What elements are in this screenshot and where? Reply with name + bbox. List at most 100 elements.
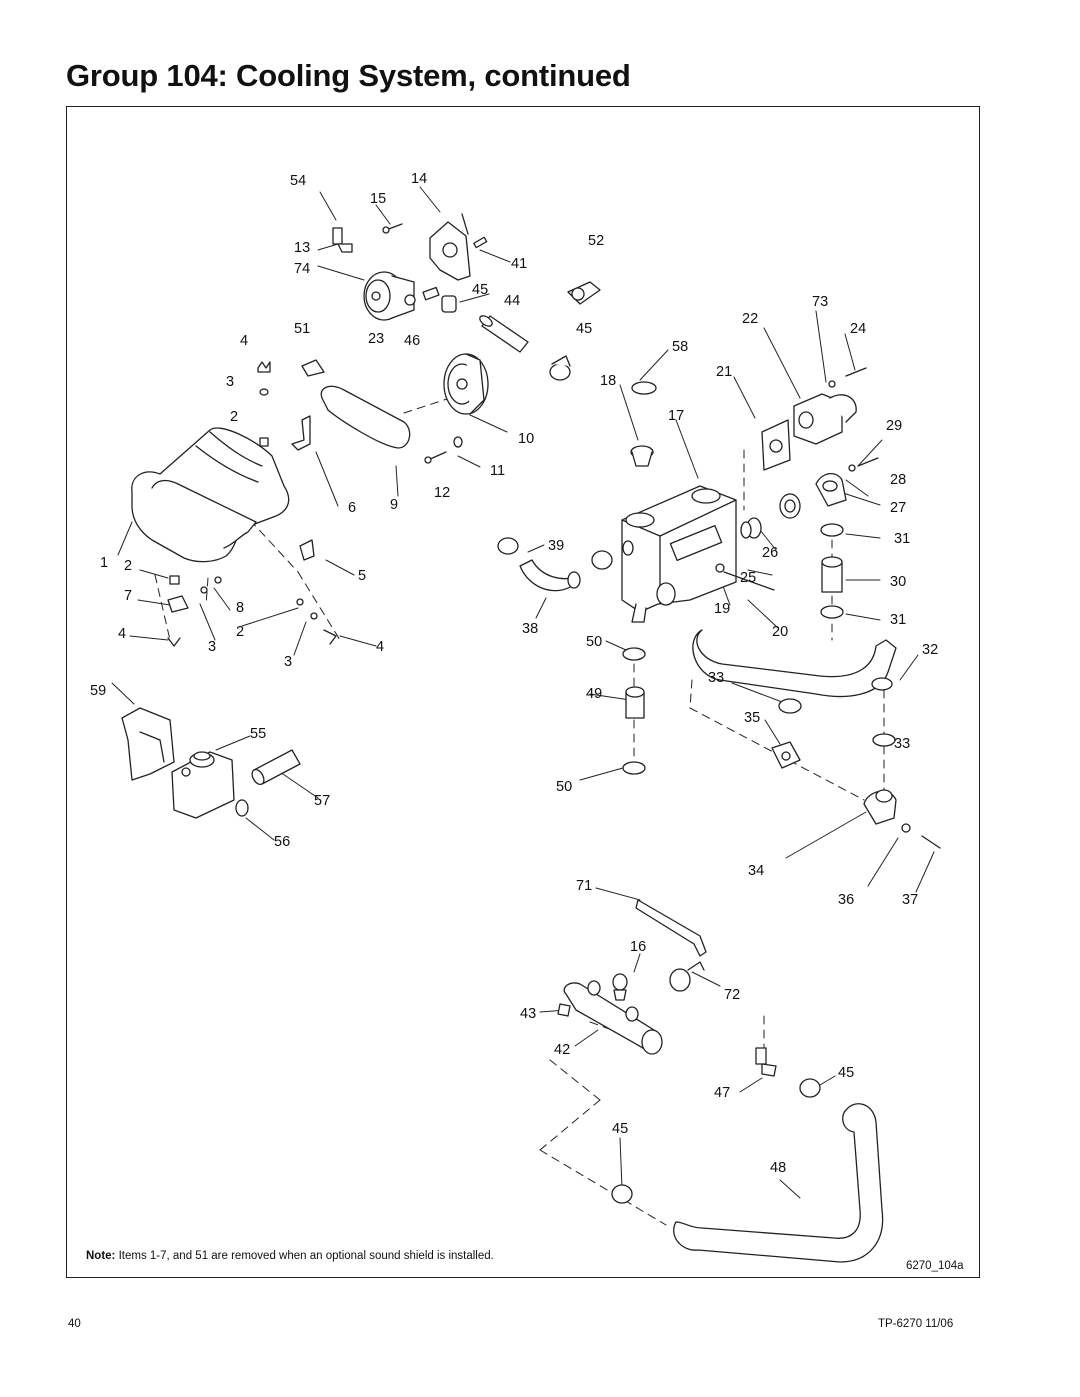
sound-shield-1 (131, 427, 290, 563)
figure-frame (66, 106, 980, 1278)
callout: 55 (250, 726, 266, 742)
callout: 47 (714, 1085, 730, 1101)
callout: 4 (118, 626, 126, 642)
callout: 7 (124, 588, 132, 604)
callout: 12 (434, 485, 450, 501)
hose-clip-51 (301, 359, 325, 377)
callout: 49 (586, 686, 602, 702)
hose-48 (673, 1103, 884, 1263)
bolt-15 (382, 223, 403, 234)
clamp-45-lower (611, 1078, 821, 1204)
callout: 8 (236, 600, 244, 616)
o-ring-58 (631, 381, 657, 395)
hose-44 (479, 315, 529, 353)
hose-57 (251, 749, 301, 786)
callout: 59 (90, 683, 106, 699)
callout: 27 (890, 500, 906, 516)
callout: 46 (404, 333, 420, 349)
callout: 19 (714, 601, 730, 617)
water-pump-bracket (429, 213, 471, 281)
callout: 73 (812, 294, 828, 310)
callout: 45 (612, 1121, 628, 1137)
page-title: Group 104: Cooling System, continued (66, 58, 631, 93)
callout: 21 (716, 364, 732, 380)
callout: 54 (290, 173, 306, 189)
callout: 6 (348, 500, 356, 516)
callout: 71 (576, 878, 592, 894)
clamp-56 (235, 799, 249, 817)
callout: 42 (554, 1042, 570, 1058)
callout: 32 (922, 642, 938, 658)
callout: 56 (274, 834, 290, 850)
callout: 45 (472, 282, 488, 298)
callout: 3 (284, 654, 292, 670)
callout: 4 (240, 333, 248, 349)
callout: 33 (894, 736, 910, 752)
callout: 74 (294, 261, 310, 277)
callout: 2 (124, 558, 132, 574)
bolt-25 (715, 563, 775, 591)
callout: 1 (100, 555, 108, 571)
elbow-34 (863, 789, 897, 825)
callout: 50 (556, 779, 572, 795)
callout: 31 (894, 531, 910, 547)
callout: 43 (520, 1006, 536, 1022)
note-text: Items 1-7, and 51 are removed when an op… (118, 1250, 494, 1262)
callout: 44 (504, 293, 520, 309)
clamp-45-right (549, 355, 571, 381)
callout: 15 (370, 191, 386, 207)
water-manifold-42-43 (557, 980, 663, 1055)
elbow-28 (815, 473, 847, 507)
callout: 39 (548, 538, 564, 554)
clamp-52 (567, 281, 601, 305)
bracket-71 (635, 899, 707, 957)
tank-bracket-59 (121, 707, 175, 781)
thermostat-18 (630, 445, 654, 467)
callout: 36 (838, 892, 854, 908)
callout: 72 (724, 987, 740, 1003)
callout: 45 (838, 1065, 854, 1081)
callout: 57 (314, 793, 330, 809)
assembly-dashed-lines (154, 397, 885, 1226)
callout: 52 (588, 233, 604, 249)
thermostat-housing-17 (621, 485, 737, 623)
figure-note: Note: Items 1-7, and 51 are removed when… (86, 1250, 494, 1262)
callout: 38 (522, 621, 538, 637)
callout: 48 (770, 1160, 786, 1176)
callout: 22 (742, 311, 758, 327)
callout: 41 (511, 256, 527, 272)
clamp-hose-50-49-50 (622, 647, 646, 775)
callout: 34 (748, 863, 764, 879)
callout: 13 (294, 240, 310, 256)
pin-41 (473, 236, 488, 249)
callout: 18 (600, 373, 616, 389)
callout: 29 (886, 418, 902, 434)
callout: 3 (226, 374, 234, 390)
fitting-45-upper (422, 286, 457, 313)
callout: 16 (630, 939, 646, 955)
callout: 51 (294, 321, 310, 337)
callout: 33 (708, 670, 724, 686)
page-number: 40 (68, 1318, 81, 1330)
clamp-72 (669, 961, 705, 992)
note-label: Note: (86, 1250, 116, 1262)
callout: 10 (518, 431, 534, 447)
callout: 37 (902, 892, 918, 908)
hose-32 (692, 629, 897, 698)
gasket-27 (779, 493, 801, 519)
elbow-fitting-54 (332, 227, 353, 253)
callout: 28 (890, 472, 906, 488)
callout: 23 (368, 331, 384, 347)
fan-pulley-10 (443, 353, 489, 415)
leader-lines (111, 186, 935, 1199)
fitting-16 (612, 973, 628, 1001)
bolt-24-and-29 (828, 367, 879, 472)
callout: 26 (762, 545, 778, 561)
clamps-31-hose-30 (820, 523, 844, 619)
callout: 35 (744, 710, 760, 726)
callout: 2 (236, 624, 244, 640)
clamp-33-flange-35 (771, 698, 896, 769)
callout: 24 (850, 321, 866, 337)
callout: 30 (890, 574, 906, 590)
